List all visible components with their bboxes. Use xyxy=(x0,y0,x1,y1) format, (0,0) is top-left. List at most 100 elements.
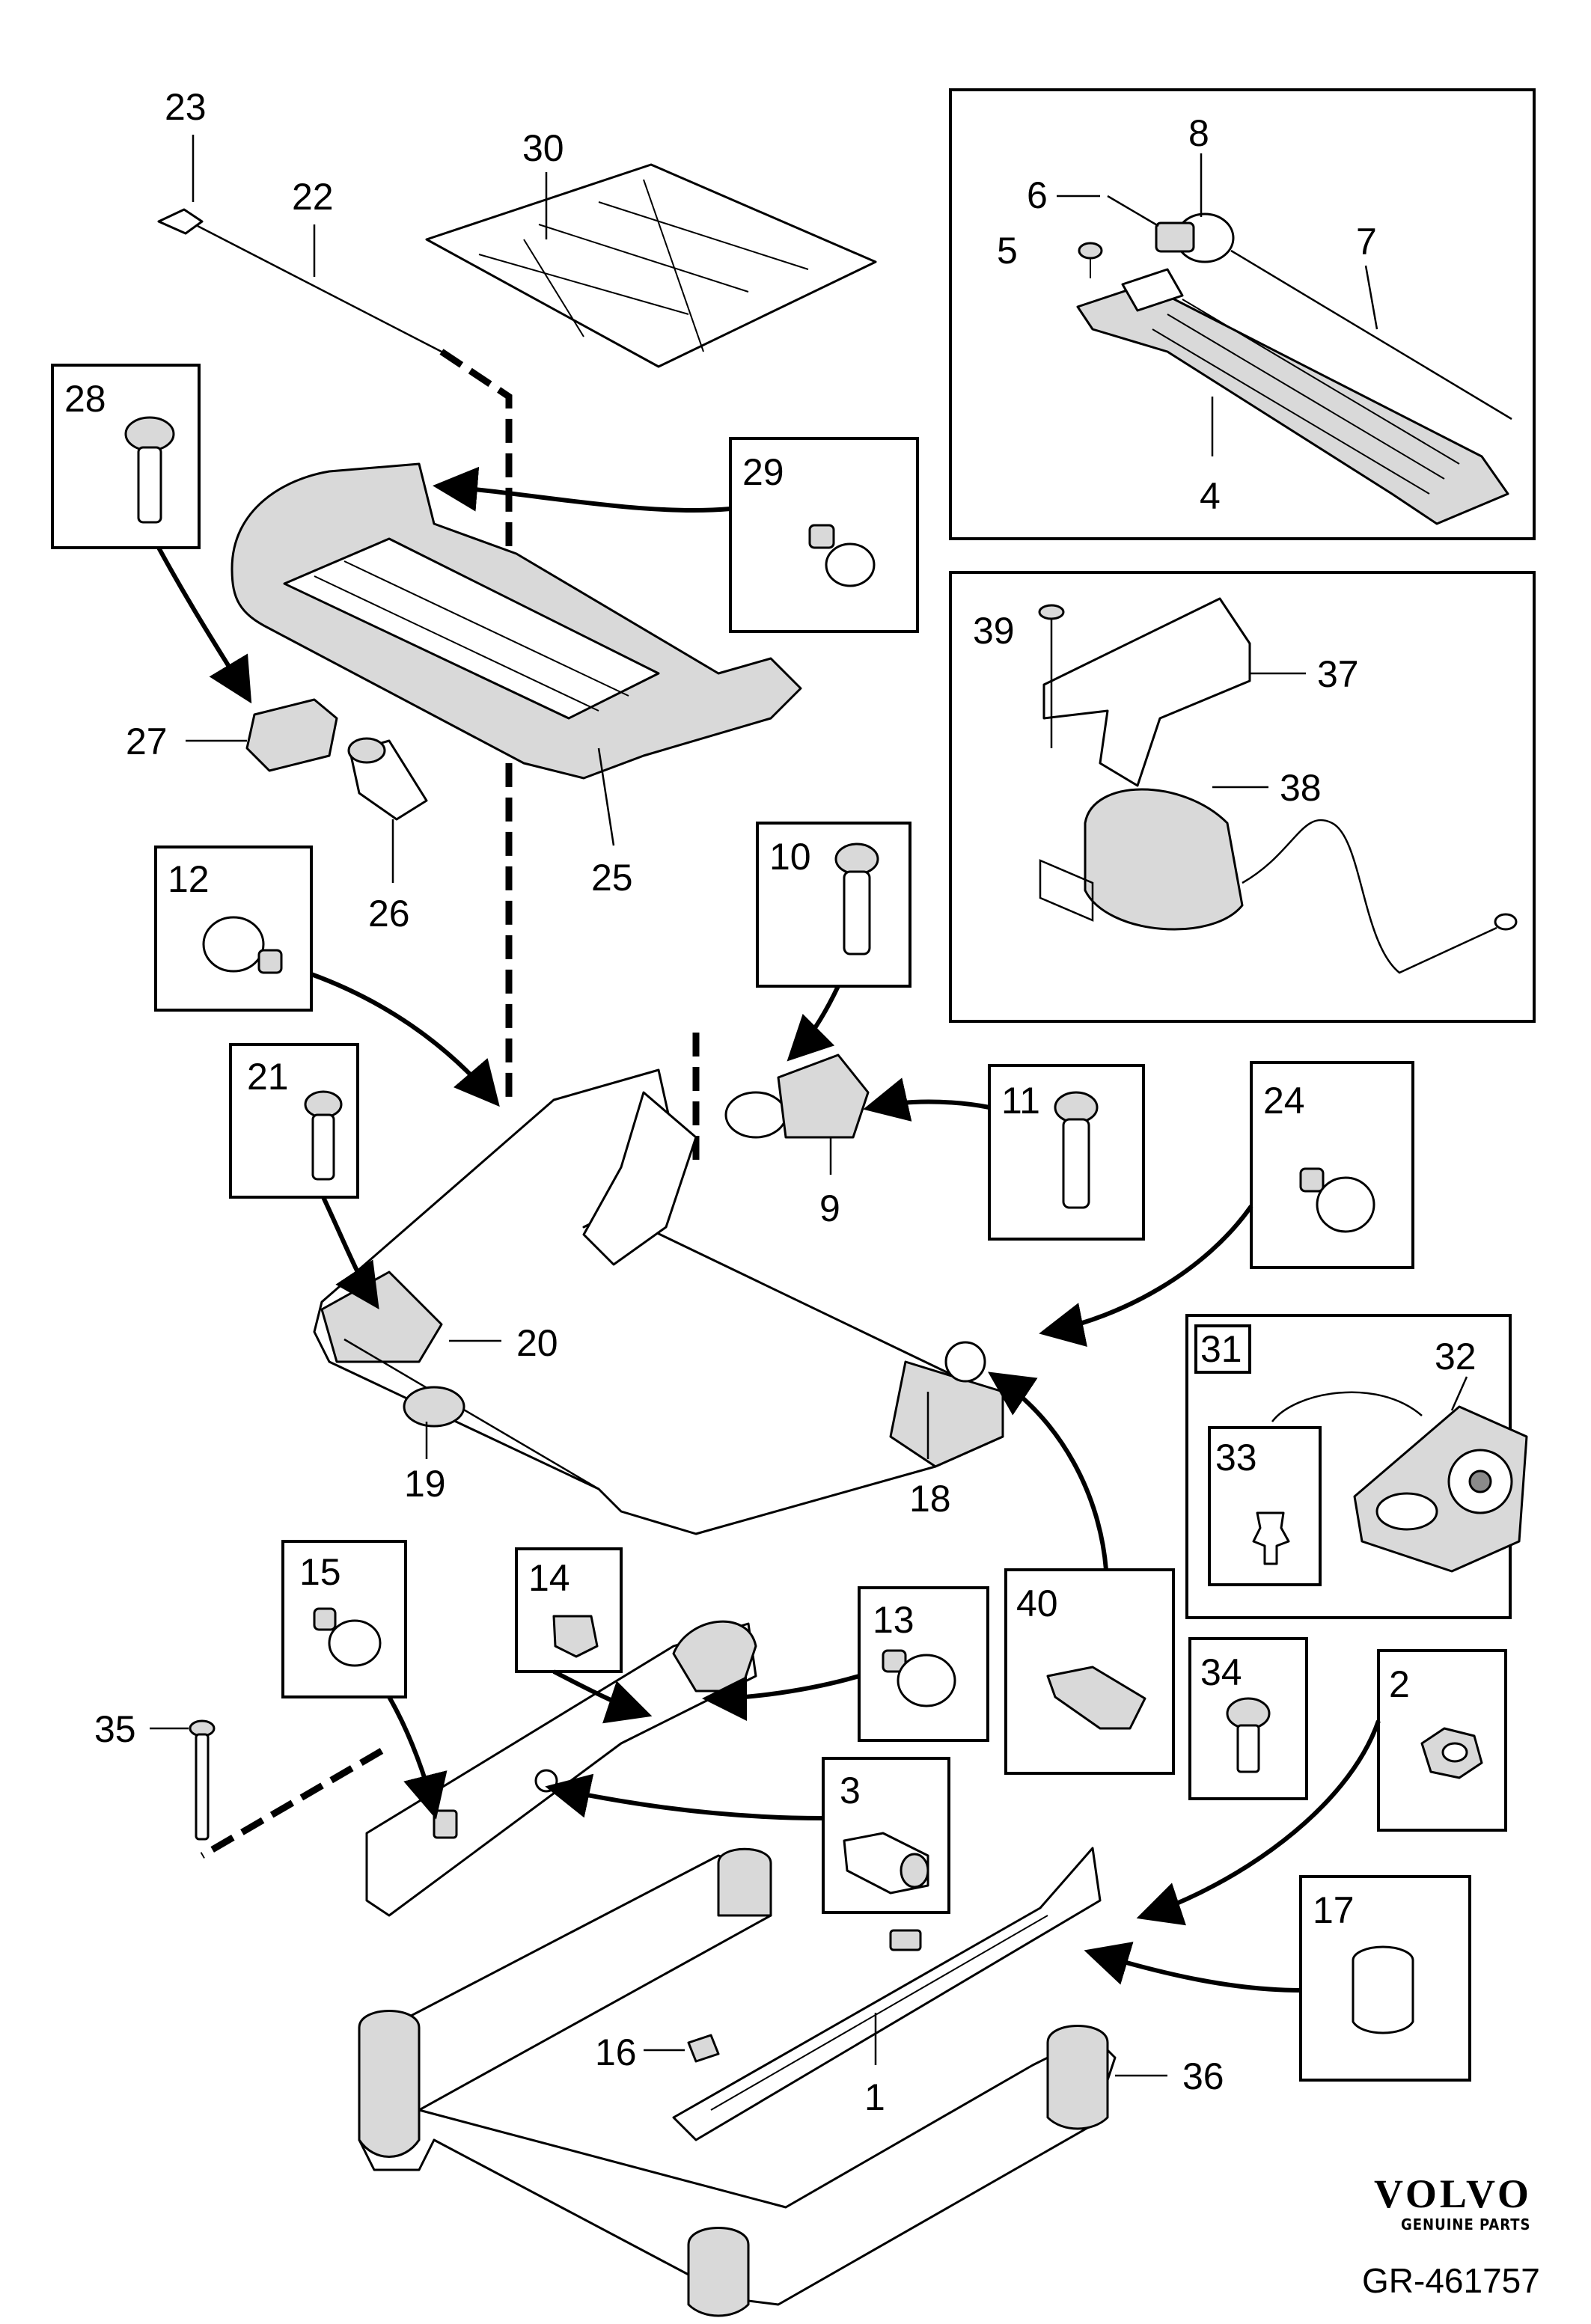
brand-block: VOLVO GENUINE PARTS GR-461757 xyxy=(1362,2171,1540,2300)
motor-9: 9 xyxy=(724,1054,870,1229)
callout-28: 28 xyxy=(51,364,201,549)
seat-rail-outer: 16 1 xyxy=(595,1847,1102,2141)
label-25: 25 xyxy=(591,857,633,899)
callout-13: 13 xyxy=(858,1586,989,1742)
callout-24: 24 xyxy=(1250,1061,1414,1269)
bolt-35: 35 xyxy=(94,1708,216,1841)
connector-27: 27 xyxy=(126,698,338,772)
callout-40: 40 xyxy=(1004,1568,1175,1775)
clip-part xyxy=(157,208,204,235)
callout-3: 3 xyxy=(822,1757,950,1914)
seat-pan-25: 25 xyxy=(230,462,802,899)
connection-dashed-line xyxy=(200,1748,384,1859)
label-36: 36 xyxy=(1182,2055,1224,2097)
detail-box-lumbar: 8 6 5 7 4 xyxy=(949,88,1536,540)
label-4: 4 xyxy=(1200,475,1221,517)
clip-icon xyxy=(1252,1511,1290,1565)
screw-icon xyxy=(1316,1176,1375,1233)
label-9: 9 xyxy=(819,1187,840,1229)
rail-part xyxy=(672,1847,1102,2141)
label-7: 7 xyxy=(1356,221,1377,263)
label-20: 20 xyxy=(516,1322,558,1364)
bolt-icon xyxy=(1054,1091,1099,1124)
label-26: 26 xyxy=(368,893,410,935)
label-24: 24 xyxy=(1263,1080,1305,1122)
callout-34: 34 xyxy=(1188,1637,1308,1800)
callout-14: 14 xyxy=(515,1547,623,1673)
label-31: 31 xyxy=(1200,1328,1242,1370)
label-13: 13 xyxy=(873,1599,914,1641)
callout-10: 10 xyxy=(756,822,911,988)
label-27: 27 xyxy=(126,721,168,762)
label-5: 5 xyxy=(997,230,1018,272)
label-38: 38 xyxy=(1280,767,1322,809)
screw-icon xyxy=(202,916,265,973)
callout-15: 15 xyxy=(281,1540,407,1698)
pump-part xyxy=(1084,788,1244,931)
clip-part xyxy=(687,2034,720,2063)
detail-box-bracket-pump: 39 37 38 xyxy=(949,571,1536,1023)
motor-26: 26 xyxy=(347,737,428,935)
callout-12: 12 xyxy=(154,845,313,1012)
label-22: 22 xyxy=(292,176,334,218)
screw-icon xyxy=(1078,242,1103,260)
brand-name: VOLVO xyxy=(1374,2171,1532,2216)
label-30: 30 xyxy=(522,127,564,169)
screw-icon xyxy=(897,1654,956,1707)
screw-icon xyxy=(328,1619,382,1667)
brand-tagline: GENUINE PARTS xyxy=(1401,2216,1531,2233)
motor-part xyxy=(403,1386,465,1428)
label-32: 32 xyxy=(1435,1336,1477,1377)
label-19: 19 xyxy=(404,1463,446,1505)
label-12: 12 xyxy=(168,858,210,900)
label-10: 10 xyxy=(769,836,811,878)
base-frame-36: 36 xyxy=(358,1847,1224,2317)
reference-number: GR-461757 xyxy=(1362,2261,1540,2300)
callout-arrows xyxy=(156,466,1381,1993)
mechanism-part xyxy=(1353,1405,1528,1573)
label-2: 2 xyxy=(1389,1663,1410,1705)
label-40: 40 xyxy=(1016,1583,1058,1624)
label-6: 6 xyxy=(1027,174,1048,216)
label-37: 37 xyxy=(1317,653,1359,695)
bolt-icon xyxy=(834,843,879,875)
label-21: 21 xyxy=(247,1056,289,1098)
sensor-icon xyxy=(1046,1666,1146,1730)
label-11: 11 xyxy=(1001,1080,1040,1122)
callout-21: 21 xyxy=(229,1043,359,1199)
screw-icon xyxy=(825,542,876,587)
label-17: 17 xyxy=(1313,1889,1355,1931)
label-35: 35 xyxy=(94,1708,136,1750)
callout-2: 2 xyxy=(1377,1649,1507,1832)
bracket-part xyxy=(1042,597,1251,787)
wire-harness-22-23: 23 22 xyxy=(157,86,442,353)
spring-mat-30: 30 xyxy=(425,127,877,368)
label-29: 29 xyxy=(742,451,784,493)
bolt-icon xyxy=(1226,1697,1271,1730)
connector-part xyxy=(245,698,338,772)
label-1: 1 xyxy=(864,2076,885,2118)
bolt-icon xyxy=(1038,604,1065,620)
detail-box-31: 31 33 32 xyxy=(1185,1314,1528,1619)
label-34: 34 xyxy=(1200,1651,1242,1693)
lumbar-support-part xyxy=(1076,283,1509,525)
connection-dashed-line xyxy=(439,349,513,1100)
spring-mat-part xyxy=(425,163,877,368)
label-18: 18 xyxy=(909,1478,951,1520)
label-8: 8 xyxy=(1188,112,1209,154)
seat-frame: 19 18 20 xyxy=(313,1068,1004,1535)
label-14: 14 xyxy=(528,1557,570,1599)
label-15: 15 xyxy=(299,1551,341,1593)
cable-part xyxy=(1230,249,1512,421)
callout-17: 17 xyxy=(1299,1875,1471,2082)
screw-icon xyxy=(304,1090,343,1119)
screw-icon xyxy=(124,416,175,452)
label-16: 16 xyxy=(595,2031,637,2073)
label-23: 23 xyxy=(165,86,207,128)
label-28: 28 xyxy=(64,378,106,420)
label-33: 33 xyxy=(1215,1437,1257,1479)
callout-11: 11 xyxy=(988,1064,1145,1241)
label-3: 3 xyxy=(840,1770,861,1811)
callout-29: 29 xyxy=(729,437,919,633)
